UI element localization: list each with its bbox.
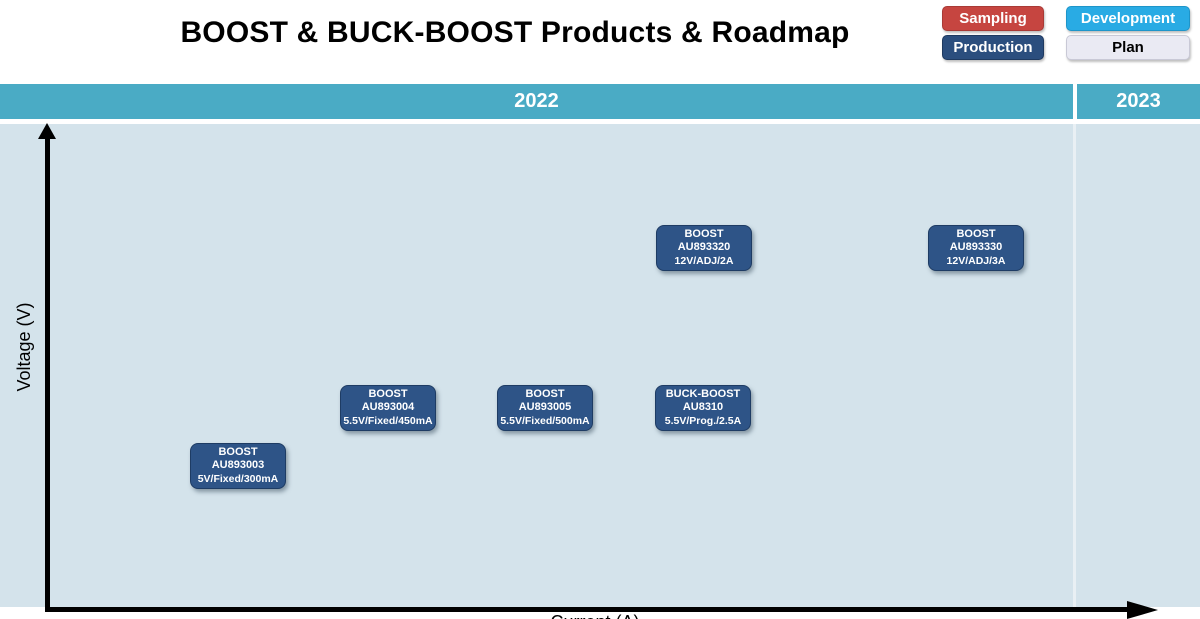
product-box-au893003: BOOST AU893003 5V/Fixed/300mA: [190, 443, 286, 489]
product-spec: 5.5V/Fixed/450mA: [343, 414, 433, 427]
product-part: AU893320: [677, 241, 731, 254]
product-part: AU893003: [211, 459, 265, 472]
legend-item-sampling: Sampling: [942, 6, 1044, 31]
legend-sampling-label: Sampling: [959, 10, 1027, 27]
product-family: BOOST: [525, 387, 565, 400]
product-spec: 5.5V/Fixed/500mA: [500, 414, 590, 427]
timeline-bar: 2022 2023: [0, 84, 1200, 119]
product-box-au893005: BOOST AU893005 5.5V/Fixed/500mA: [497, 385, 593, 431]
product-family: BUCK-BOOST: [665, 387, 741, 400]
product-part: AU893004: [361, 401, 415, 414]
x-axis-arrow-icon: [1127, 600, 1158, 619]
year-divider-line: [1073, 124, 1076, 607]
y-axis-arrow-icon: [38, 123, 56, 139]
page-title: BOOST & BUCK-BOOST Products & Roadmap: [180, 16, 850, 49]
y-axis-label: Voltage (V): [14, 302, 34, 392]
product-box-au893330: BOOST AU893330 12V/ADJ/3A: [928, 225, 1024, 271]
legend-item-production: Production: [942, 35, 1044, 60]
x-axis-label: Current (A): [495, 612, 695, 619]
legend-item-development: Development: [1066, 6, 1190, 31]
product-spec: 12V/ADJ/3A: [946, 254, 1006, 267]
product-box-au8310: BUCK-BOOST AU8310 5.5V/Prog./2.5A: [655, 385, 751, 431]
product-box-au893004: BOOST AU893004 5.5V/Fixed/450mA: [340, 385, 436, 431]
chart-area: [0, 124, 1200, 607]
product-spec: 5V/Fixed/300mA: [197, 472, 279, 485]
timeline-year-2023: 2023: [1077, 84, 1200, 119]
legend-plan-label: Plan: [1112, 39, 1144, 56]
product-family: BOOST: [368, 387, 408, 400]
legend-development-label: Development: [1080, 10, 1176, 27]
product-box-au893320: BOOST AU893320 12V/ADJ/2A: [656, 225, 752, 271]
product-part: AU893005: [518, 401, 572, 414]
product-part: AU893330: [949, 241, 1003, 254]
product-family: BOOST: [956, 227, 996, 240]
legend-item-plan: Plan: [1066, 35, 1190, 60]
y-axis-line: [45, 136, 50, 612]
product-family: BOOST: [218, 445, 258, 458]
product-part: AU8310: [682, 401, 724, 414]
legend-production-label: Production: [953, 39, 1033, 56]
product-family: BOOST: [684, 227, 724, 240]
timeline-year-2022: 2022: [0, 84, 1073, 119]
product-spec: 12V/ADJ/2A: [674, 254, 734, 267]
product-spec: 5.5V/Prog./2.5A: [664, 414, 742, 427]
x-axis-line: [45, 607, 1128, 612]
